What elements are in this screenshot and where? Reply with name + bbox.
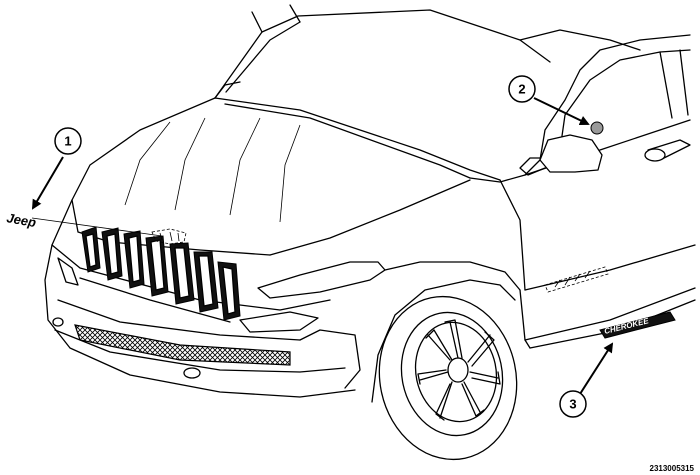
callout-2-arrow <box>533 97 590 126</box>
side-mirror <box>519 134 603 176</box>
windshield <box>214 4 641 99</box>
jeep-badge: Jeep <box>5 210 37 230</box>
jeep-badge-text: Jeep <box>5 210 37 230</box>
hood-badge-location <box>151 228 187 245</box>
side-badge: CHEROKEE <box>599 311 676 339</box>
front-grille <box>79 226 241 323</box>
callout-3-label: 3 <box>569 397 576 412</box>
hood <box>71 81 501 256</box>
callout-3-arrow <box>579 342 614 395</box>
front-bumper <box>44 199 361 398</box>
callout-1: 1 <box>54 127 82 155</box>
side-badge-location <box>544 266 609 293</box>
badge-leader-line <box>31 217 163 237</box>
mirror-emblem <box>590 121 604 135</box>
callout-1-arrow <box>31 156 64 210</box>
callout-2: 2 <box>508 75 536 103</box>
callout-1-label: 1 <box>64 134 71 149</box>
callout-3: 3 <box>559 390 587 418</box>
front-wheel <box>378 295 518 461</box>
side-badge-text: CHEROKEE <box>603 316 650 336</box>
callout-2-label: 2 <box>518 82 525 97</box>
figure-id: 2313005315 <box>649 464 695 473</box>
